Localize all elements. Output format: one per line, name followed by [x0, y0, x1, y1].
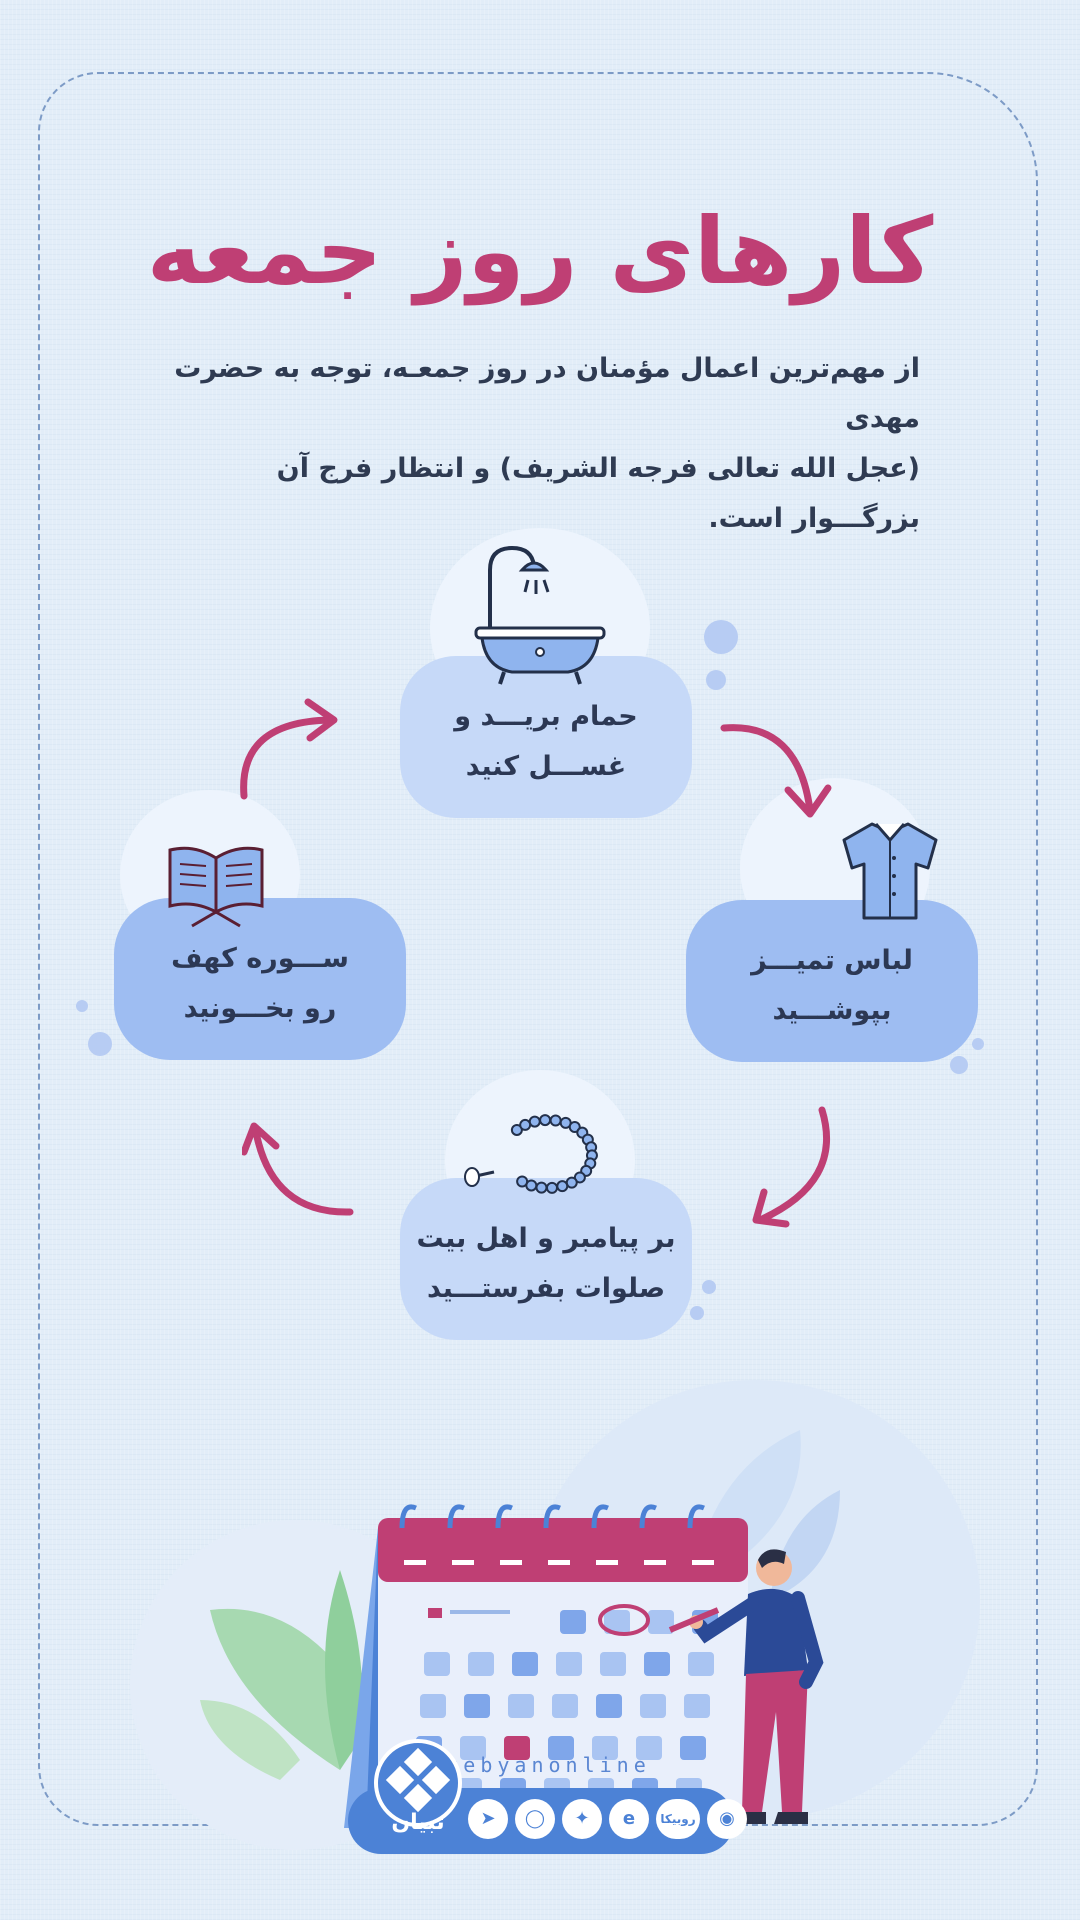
decor-dot: [690, 1306, 704, 1320]
step-text: لباس تمیـــز: [751, 945, 913, 976]
cycle-arrow-icon: [242, 1122, 354, 1216]
decor-dot: [88, 1032, 112, 1056]
decor-dot: [950, 1056, 968, 1074]
telegram-icon[interactable]: ➤: [468, 1799, 508, 1839]
open-quran-icon: [168, 846, 264, 928]
step-text: بپوشـــید: [772, 995, 892, 1026]
decor-dot: [706, 670, 726, 690]
tebyan-logo: [374, 1739, 462, 1827]
prayer-beads-icon: [464, 1114, 598, 1194]
social-handle: @tebyanonline: [429, 1753, 651, 1777]
intro-text: از مهم‌ترین اعمال مؤمنان در روز جمعـه، ت…: [160, 344, 920, 544]
step-text: صلوات بفرستـــید: [426, 1273, 666, 1304]
soroush-icon[interactable]: ◉: [707, 1799, 747, 1839]
twitter-icon[interactable]: ✦: [562, 1799, 602, 1839]
logo-wordmark: تبیان: [391, 1810, 445, 1835]
calendar-illustration: [344, 1504, 748, 1828]
decor-dot: [702, 1280, 716, 1294]
step-text: رو بخـــونید: [183, 993, 337, 1024]
rubika-icon[interactable]: روبیکا: [656, 1799, 700, 1839]
cycle-arrow-icon: [720, 724, 832, 818]
instagram-icon[interactable]: ◯: [515, 1799, 555, 1839]
step-text: ســـوره کهف: [171, 943, 349, 974]
leaf-plant-icon: [200, 1570, 363, 1780]
cycle-arrow-icon: [240, 698, 338, 800]
step-text: غســـل کنید: [465, 751, 627, 782]
bathtub-shower-icon: [474, 545, 606, 685]
social-icon-row: ➤ ◯ ✦ e روبیکا ◉: [468, 1799, 747, 1839]
shirt-icon: [842, 822, 938, 920]
intro-line-2: (عجل الله تعالی فرجه الشریف) و انتظار فر…: [276, 453, 920, 534]
decor-dot: [76, 1000, 88, 1012]
intro-line-1: از مهم‌ترین اعمال مؤمنان در روز جمعـه، ت…: [174, 353, 920, 434]
cycle-arrow-icon: [752, 1106, 831, 1228]
person-illustration: [668, 1549, 824, 1824]
eitaa-icon[interactable]: e: [609, 1799, 649, 1839]
step-text: حمام بریـــد و: [454, 701, 638, 732]
step-card-bath: حمام بریـــد و غســـل کنید: [400, 656, 692, 818]
step-card-kahf: ســـوره کهف رو بخـــونید: [114, 898, 406, 1060]
step-card-clothes: لباس تمیـــز بپوشـــید: [686, 900, 978, 1062]
decor-dot: [704, 620, 738, 654]
page-title: کارهای روز جمعه: [146, 198, 934, 305]
step-card-salawat: بر پیامبر و اهل بیت صلوات بفرستـــید: [400, 1178, 692, 1340]
step-text: بر پیامبر و اهل بیت: [416, 1223, 676, 1254]
decor-dot: [972, 1038, 984, 1050]
